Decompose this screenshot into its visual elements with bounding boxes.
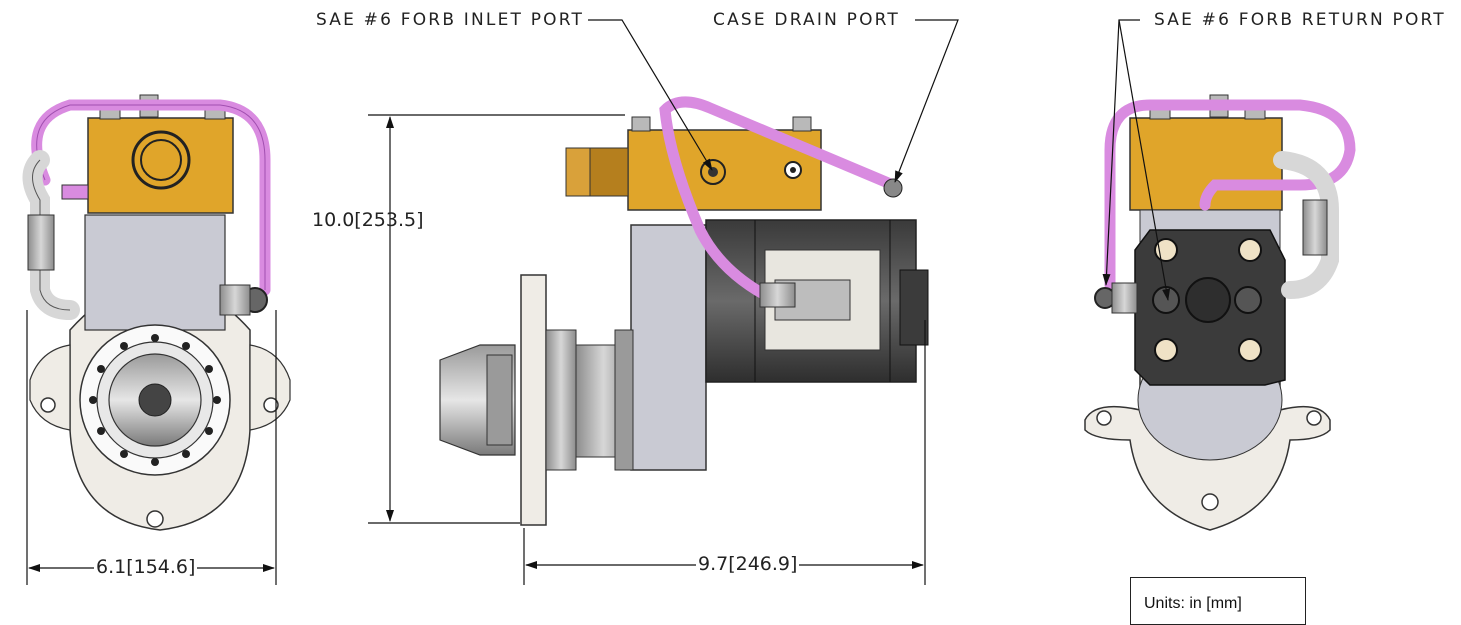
case-drain-leader [894,19,959,183]
front-view [22,94,291,531]
case-drain-port-callout: CASE DRAIN PORT [713,10,901,30]
inlet-port-callout: SAE #6 FORB INLET PORT [316,10,585,30]
front-manifold [87,117,234,214]
return-port-callout: SAE #6 FORB RETURN PORT [1154,10,1446,30]
units-note: Units: in [mm] [1144,595,1242,612]
leader-lines [588,19,1171,301]
rear-view [1084,94,1356,531]
dim-height-text: 10.0[253.5] [312,209,424,231]
inlet-leader [588,19,713,171]
units-box: Units: in [mm] [1130,577,1306,625]
side-gearbox [630,224,707,471]
side-flange [520,274,547,526]
dim-length-text: 9.7[246.9] [696,553,800,575]
front-body [84,214,226,331]
return-leader-b [1118,19,1171,301]
rear-hose [1104,99,1356,291]
dim-width-text: 6.1[154.6] [94,556,198,578]
side-hose [659,96,899,301]
side-view [439,96,929,526]
